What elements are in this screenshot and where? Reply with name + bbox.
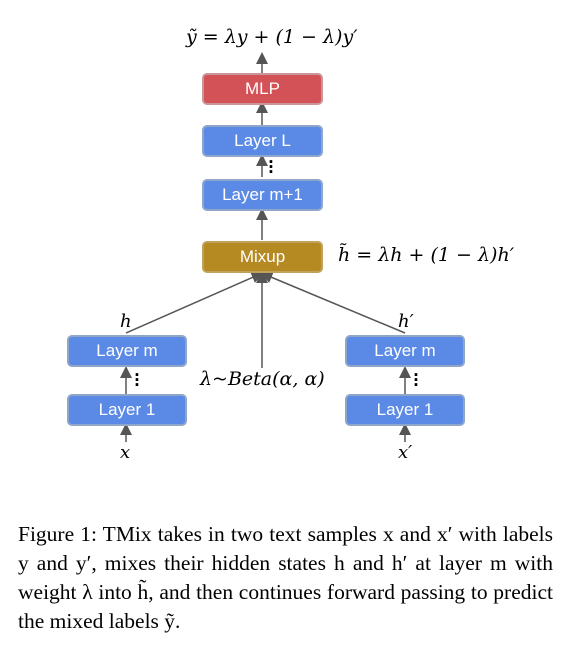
- mlp-box: MLP: [202, 73, 323, 105]
- right-h-label: h′: [398, 311, 414, 332]
- left-h-label: h: [120, 311, 132, 332]
- output-formula: ỹ = λy + (1 − λ)y′: [186, 26, 358, 48]
- layer-L-box: Layer L: [202, 125, 323, 157]
- right-x-label: x′: [398, 442, 413, 463]
- mixup-box: Mixup: [202, 241, 323, 273]
- right-layer-m-box: Layer m: [345, 335, 465, 367]
- beta-formula: λ~Beta(α, α): [200, 368, 325, 390]
- left-x-label: x: [120, 442, 131, 463]
- tmix-diagram: ỹ = λy + (1 − λ)y′ MLP Layer L ··· Layer…: [67, 26, 515, 463]
- vdots-left: ···: [134, 366, 140, 394]
- vdots-upper: ···: [268, 153, 274, 181]
- left-layer-m-box: Layer m: [67, 335, 187, 367]
- right-layer-1-box: Layer 1: [345, 394, 465, 426]
- mixup-formula: h̃ = λh + (1 − λ)h′: [338, 244, 515, 266]
- layer-m1-box: Layer m+1: [202, 179, 323, 211]
- vdots-right: ···: [413, 366, 419, 394]
- figure-caption: Figure 1: TMix takes in two text samples…: [18, 522, 553, 633]
- left-layer-1-box: Layer 1: [67, 394, 187, 426]
- connector-arrows: [120, 52, 411, 442]
